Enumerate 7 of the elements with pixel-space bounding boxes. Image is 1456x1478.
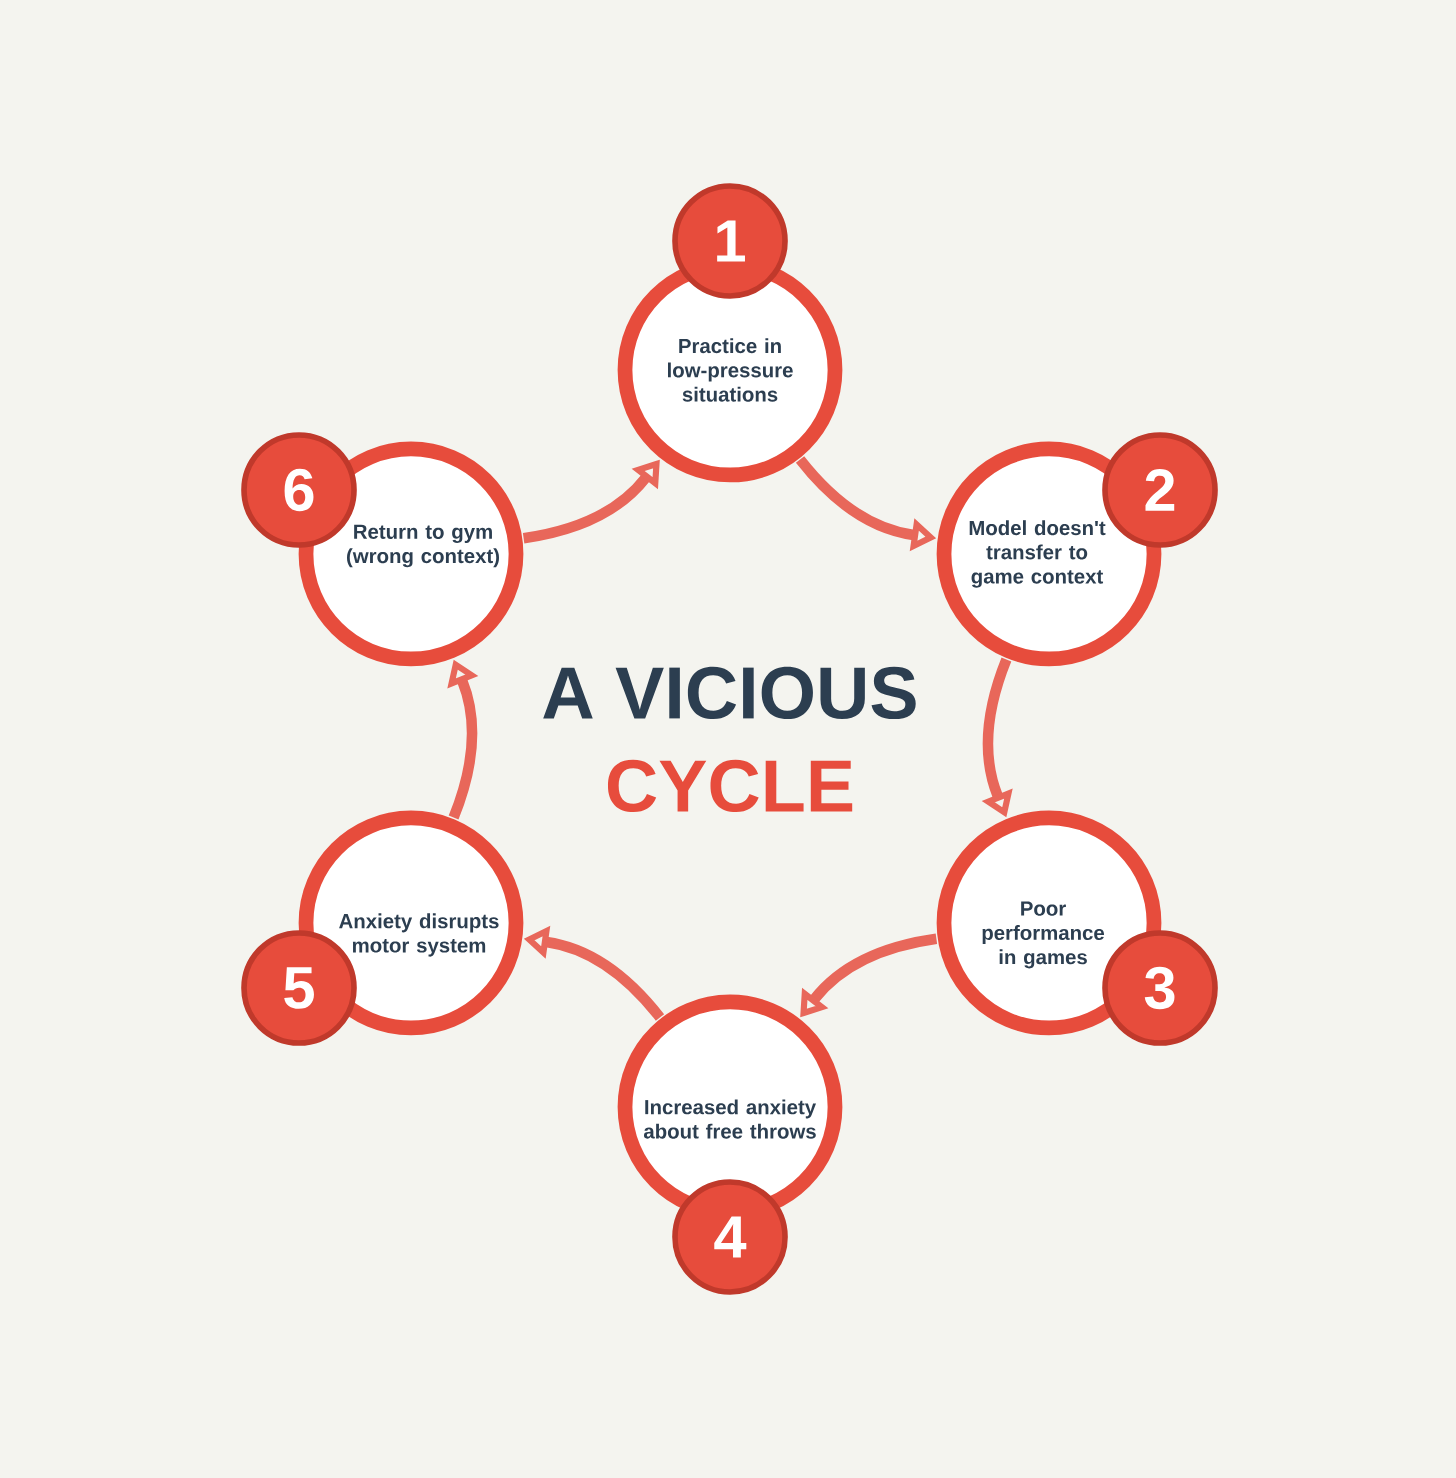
title: CYCLE — [607, 759, 853, 813]
step-text: Poor performance in games — [982, 901, 1105, 969]
step-text: Increased anxiety about free throws — [643, 1099, 816, 1139]
title: A VICIOUS — [543, 666, 916, 720]
step-text: Practice in low-pressure situations — [668, 338, 793, 402]
number-badge: 4 — [672, 1179, 788, 1295]
number-badge: 1 — [672, 183, 788, 299]
